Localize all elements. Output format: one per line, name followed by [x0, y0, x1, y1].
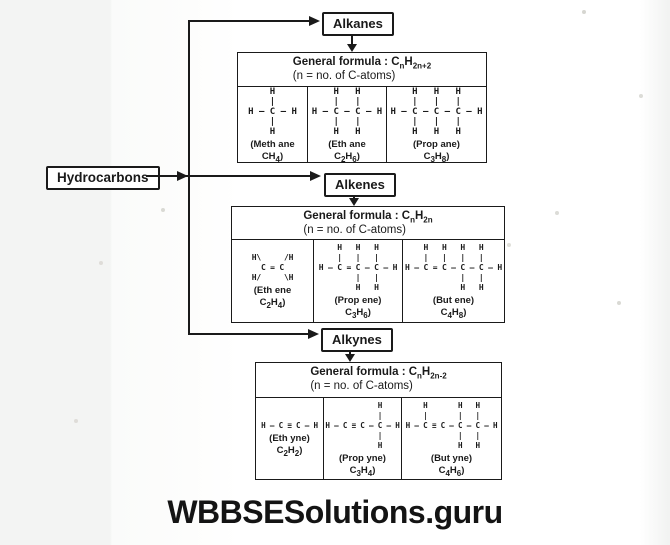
alkanes-formula-box: General formula : CnH2n+2 (n = no. of C-… — [237, 52, 487, 163]
propene-formula: C3H6) — [345, 307, 371, 320]
alkenes-general-formula: General formula : CnH2n — [303, 210, 433, 225]
alkynes-examples-row: H — C ≡ C — H (Eth yne) C2H2) H | H — C … — [256, 398, 501, 479]
methane-cell: H | H — C — H | H (Meth ane CH4) — [238, 87, 308, 162]
alkenes-formula-box: General formula : CnH2n (n = no. of C-at… — [231, 206, 505, 323]
hydrocarbons-to-alkenes-line — [146, 175, 318, 177]
alkanes-header: General formula : CnH2n+2 (n = no. of C-… — [238, 53, 486, 87]
butene-name: (But ene) — [432, 295, 475, 306]
hydrocarbons-box: Hydrocarbons — [46, 166, 160, 190]
butene-formula: C4H8) — [440, 307, 467, 320]
alkanes-examples-row: H | H — C — H | H (Meth ane CH4) H H | |… — [238, 87, 486, 162]
ethyne-formula: C2H2) — [276, 444, 303, 458]
propene-cell: H H H | | | H — C = C — C — H | | H H (P… — [314, 240, 403, 322]
alkenes-formula-note: (n = no. of C-atoms) — [303, 224, 406, 236]
propane-structure: H H H | | | H — C — C — C — H | | | H H … — [390, 87, 483, 137]
propane-formula: C3H8) — [423, 150, 450, 163]
alkenes-header: General formula : CnH2n (n = no. of C-at… — [232, 207, 504, 240]
alkenes-down-arrowhead — [349, 198, 359, 206]
ethane-cell: H H | | H — C — C — H | | H H (Eth ane C… — [308, 87, 387, 162]
alkanes-branch-line — [189, 20, 313, 22]
ethane-structure: H H | | H — C — C — H | | H H — [311, 87, 383, 137]
propene-structure: H H H | | | H — C = C — C — H | | H H — [318, 243, 398, 292]
alkanes-box: Alkanes — [322, 12, 394, 36]
ethene-structure: H\ /H C = C H/ \H — [251, 253, 294, 282]
ethene-cell: H\ /H C = C H/ \H (Eth ene C2H4) — [232, 240, 314, 322]
alkanes-arrowhead — [309, 16, 320, 26]
alkanes-formula-note: (n = no. of C-atoms) — [292, 70, 396, 82]
ethene-formula: C2H4) — [259, 297, 286, 310]
alkenes-examples-row: H\ /H C = C H/ \H (Eth ene C2H4) H H H |… — [232, 240, 504, 322]
alkanes-down-line — [351, 36, 353, 45]
ethyne-structure: H — C ≡ C — H — [261, 420, 318, 430]
alkynes-formula-box: General formula : CnH2n-2 (n = no. of C-… — [255, 362, 502, 480]
ethane-formula: C2H6) — [334, 150, 360, 163]
propene-name: (Prop ene) — [334, 295, 382, 306]
methane-structure: H | H — C — H | H — [248, 87, 297, 137]
alkynes-general-formula: General formula : CnH2n-2 — [310, 366, 447, 381]
watermark-text: WBBSESolutions.guru — [167, 494, 503, 530]
butene-structure: H H H H | | | | H — C = C — C — C — H | … — [405, 243, 502, 292]
propane-name: (Prop ane) — [413, 138, 460, 150]
scan-specks — [0, 0, 2, 2]
alkanes-label: Alkanes — [333, 16, 383, 31]
ethane-name: (Eth ane — [328, 138, 366, 150]
propyne-cell: H | H — C ≡ C — C — H | H (Prop yne) C3H… — [324, 398, 402, 479]
propyne-formula: C3H4) — [349, 464, 376, 478]
ethyne-cell: H — C ≡ C — H (Eth yne) C2H2) — [256, 398, 324, 479]
propyne-name: (Prop yne) — [339, 452, 386, 464]
trunk-line — [188, 20, 190, 335]
alkenes-label: Alkenes — [335, 177, 385, 192]
butene-cell: H H H H | | | | H — C = C — C — C — H | … — [403, 240, 504, 322]
alkynes-branch-line — [189, 333, 310, 335]
alkynes-box: Alkynes — [321, 328, 393, 352]
methane-formula: CH4) — [261, 150, 284, 163]
butyne-structure: H H H | | | H — C ≡ C — C — C — H | | H … — [405, 400, 498, 450]
propyne-structure: H | H — C ≡ C — C — H | H — [325, 400, 400, 450]
alkenes-arrowhead — [310, 171, 321, 181]
alkanes-down-arrowhead — [347, 44, 357, 52]
hydrocarbons-label: Hydrocarbons — [57, 170, 149, 185]
alkenes-box: Alkenes — [324, 173, 396, 197]
butyne-cell: H H H | | | H — C ≡ C — C — C — H | | H … — [402, 398, 501, 479]
alkynes-formula-note: (n = no. of C-atoms) — [310, 380, 413, 392]
butyne-name: (But yne) — [430, 452, 473, 464]
trunk-junction-arrowhead — [177, 171, 188, 181]
ethene-name: (Eth ene — [253, 285, 292, 296]
methane-name: (Meth ane — [250, 138, 295, 150]
alkynes-header: General formula : CnH2n-2 (n = no. of C-… — [256, 363, 501, 398]
alkynes-down-line — [349, 351, 351, 356]
ethyne-name: (Eth yne) — [269, 432, 310, 444]
alkynes-arrowhead — [308, 329, 319, 339]
alkynes-down-arrowhead — [345, 354, 355, 362]
alkynes-label: Alkynes — [332, 332, 382, 347]
propane-cell: H H H | | | H — C — C — C — H | | | H H … — [387, 87, 486, 162]
butyne-formula: C4H6) — [438, 464, 465, 478]
alkanes-general-formula: General formula : CnH2n+2 — [292, 56, 432, 71]
